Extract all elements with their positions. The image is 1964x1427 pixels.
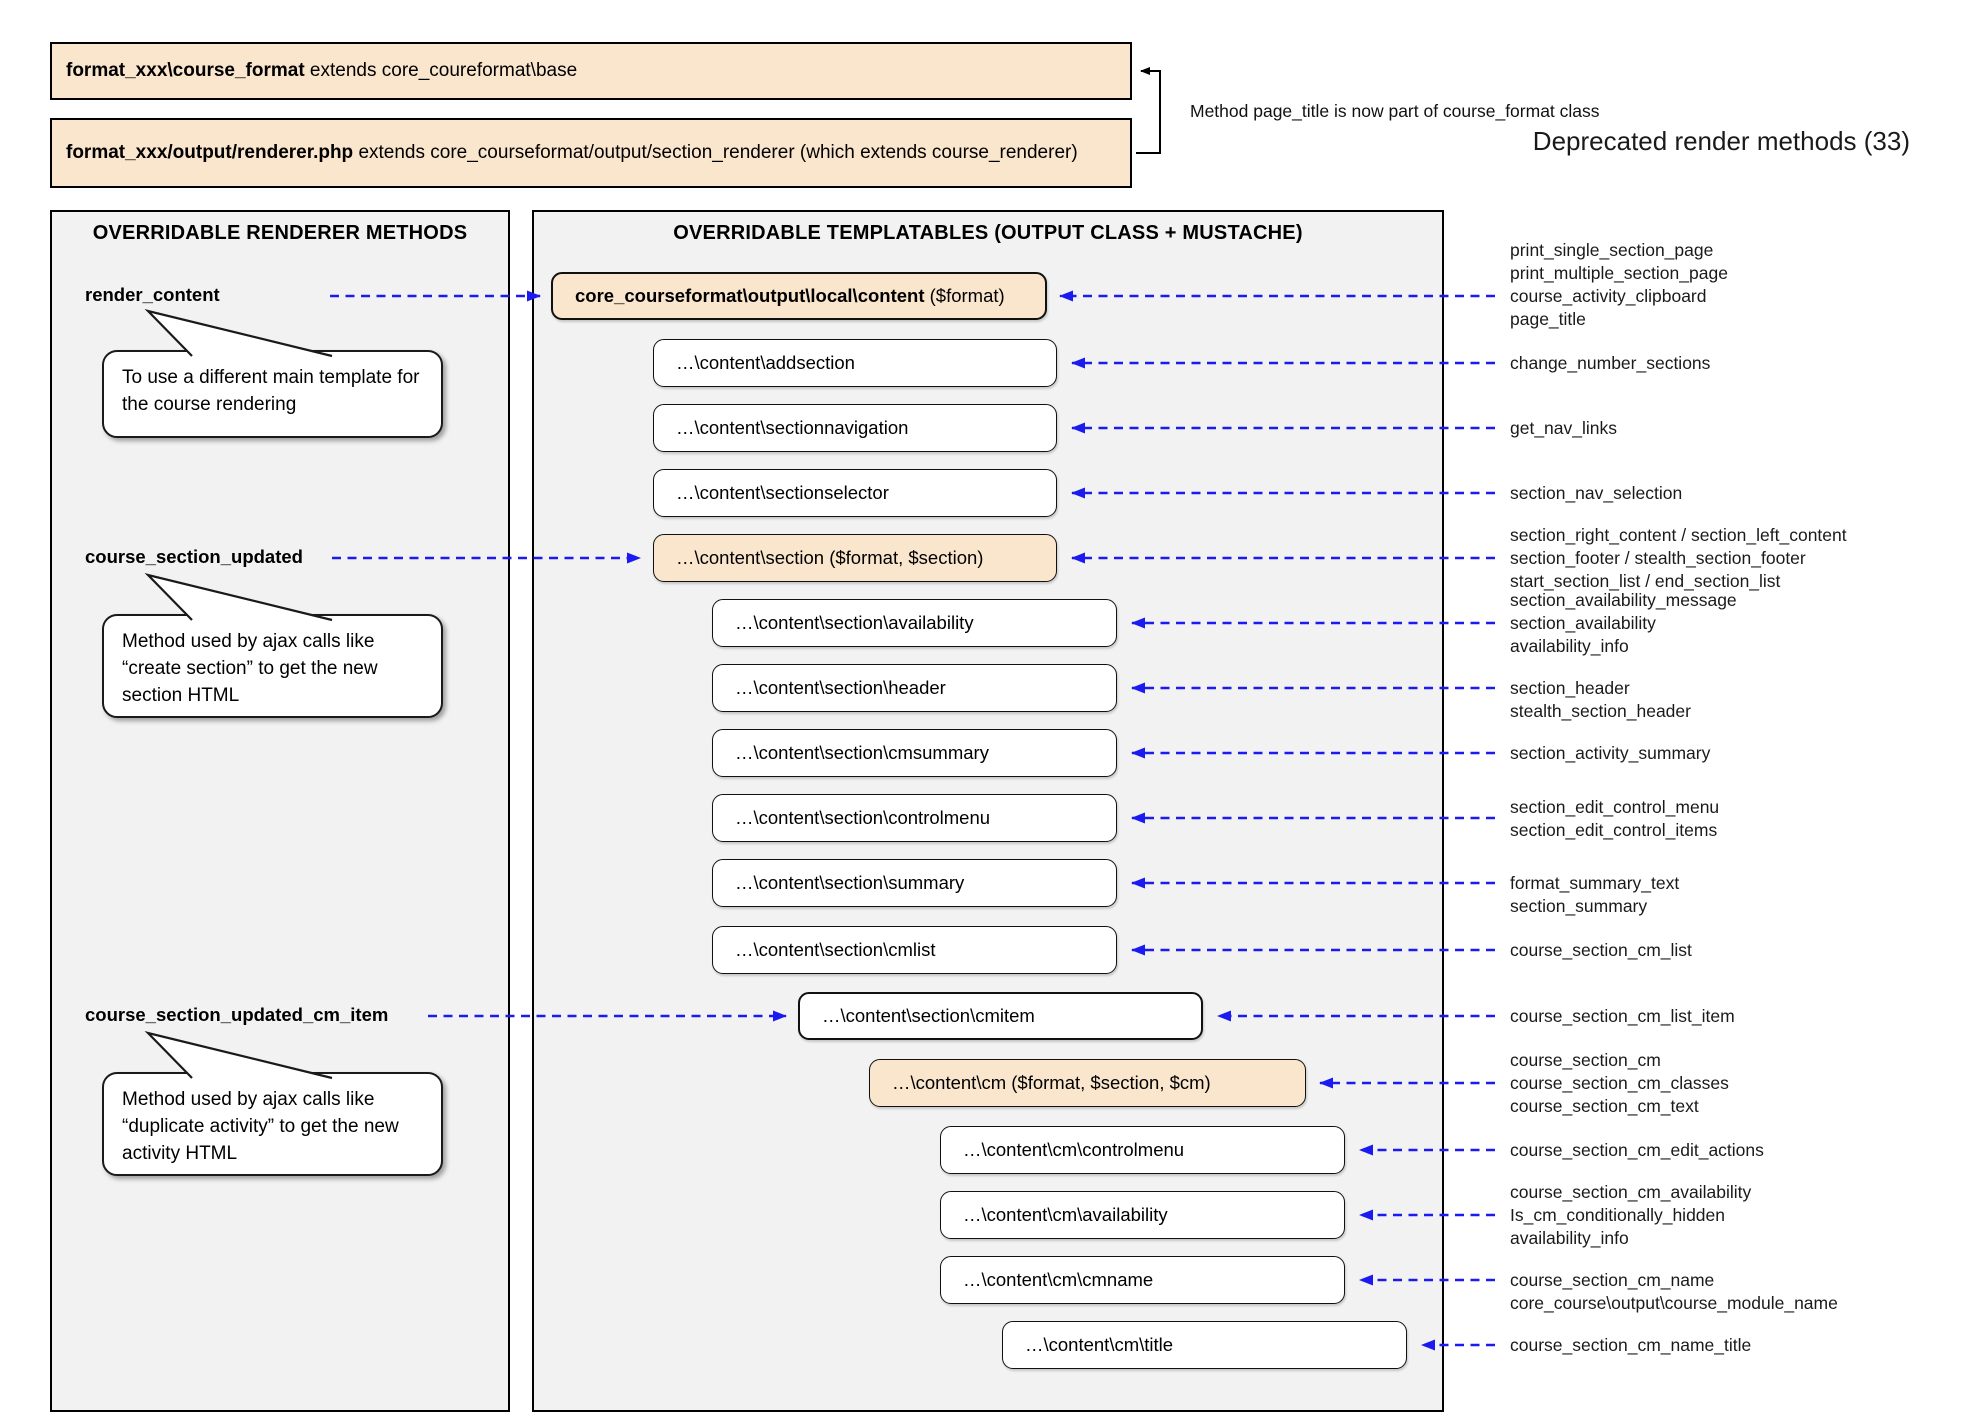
- deprecated-method: section_availability_message: [1510, 590, 1737, 610]
- templatable-cm-controlmenu: …\content\cm\controlmenu: [940, 1126, 1345, 1174]
- deprecated-method: availability_info: [1510, 1228, 1629, 1248]
- deprecated-method: start_section_list / end_section_list: [1510, 571, 1781, 591]
- deprecated-method: course_section_cm: [1510, 1050, 1661, 1070]
- templatable-cm-title: …\content\cm\title: [1002, 1321, 1407, 1369]
- deprecated-group: print_single_section_page print_multiple…: [1510, 239, 1950, 331]
- deprecated-group: change_number_sections: [1510, 352, 1950, 375]
- templatable-content: core_courseformat\output\local\content (…: [551, 272, 1047, 320]
- renderer-name-bold: format_xxx/output/renderer.php: [66, 142, 354, 164]
- deprecated-method: course_section_cm_name_title: [1510, 1335, 1752, 1355]
- renderer-box-text: format_xxx/output/renderer.php extends c…: [66, 140, 1078, 166]
- templatable-cm-availability: …\content\cm\availability: [940, 1191, 1345, 1239]
- deprecated-group: course_section_cm_name core_course\outpu…: [1510, 1269, 1950, 1315]
- templatable-content-text: core_courseformat\output\local\content (…: [575, 285, 1005, 307]
- cm-item-callout: Method used by ajax calls like “duplicat…: [102, 1072, 443, 1176]
- deprecated-method: change_number_sections: [1510, 353, 1711, 373]
- class-name-rest: extends core_coureformat\base: [304, 60, 578, 82]
- deprecated-method: section_nav_selection: [1510, 483, 1683, 503]
- course-format-class-box: format_xxx\course_format extends core_co…: [50, 42, 1132, 100]
- deprecated-method: course_activity_clipboard: [1510, 286, 1707, 306]
- deprecated-method: course_section_cm_list: [1510, 940, 1692, 960]
- templatable-section-cmsummary: …\content\section\cmsummary: [712, 729, 1117, 777]
- deprecated-method: page_title: [1510, 309, 1586, 329]
- templatable-cm: …\content\cm ($format, $section, $cm): [869, 1059, 1306, 1107]
- deprecated-method: course_section_cm_classes: [1510, 1073, 1729, 1093]
- deprecated-method: Is_cm_conditionally_hidden: [1510, 1205, 1725, 1225]
- page-title-note: Method page_title is now part of course_…: [1190, 101, 1600, 121]
- class-box-text: format_xxx\course_format extends core_co…: [66, 58, 577, 84]
- deprecated-method: section_activity_summary: [1510, 743, 1711, 763]
- templatable-addsection: …\content\addsection: [653, 339, 1057, 387]
- class-name-bold: format_xxx\course_format: [66, 60, 305, 82]
- deprecated-method: section_availability: [1510, 613, 1656, 633]
- deprecated-methods-title: Deprecated render methods (33): [1532, 126, 1910, 156]
- renderer-methods-panel-title: OVERRIDABLE RENDERER METHODS: [92, 222, 468, 244]
- templatable-sectionselector: …\content\sectionselector: [653, 469, 1057, 517]
- method-course-section-updated-cm-item: course_section_updated_cm_item: [85, 1004, 389, 1025]
- templatable-section-cmitem: …\content\section\cmitem: [798, 992, 1203, 1040]
- renderer-php-class-box: format_xxx/output/renderer.php extends c…: [50, 118, 1132, 188]
- deprecated-method: section_right_content / section_left_con…: [1510, 525, 1847, 545]
- deprecated-method: format_summary_text: [1510, 873, 1680, 893]
- templatable-section-header: …\content\section\header: [712, 664, 1117, 712]
- method-render-content: render_content: [85, 284, 220, 305]
- deprecated-method: course_section_cm_name: [1510, 1270, 1715, 1290]
- deprecated-group: format_summary_text section_summary: [1510, 872, 1950, 918]
- deprecated-method: course_section_cm_list_item: [1510, 1006, 1735, 1026]
- deprecated-method: course_section_cm_availability: [1510, 1182, 1752, 1202]
- course-section-updated-callout: Method used by ajax calls like “create s…: [102, 614, 443, 718]
- deprecated-method: print_multiple_section_page: [1510, 263, 1728, 283]
- content-class-rest: ($format): [924, 285, 1005, 306]
- deprecated-group: course_section_cm_edit_actions: [1510, 1139, 1950, 1162]
- deprecated-group: section_nav_selection: [1510, 482, 1950, 505]
- deprecated-group: section_edit_control_menu section_edit_c…: [1510, 796, 1950, 842]
- content-class-bold: core_courseformat\output\local\content: [575, 285, 925, 306]
- renderer-name-rest: extends core_courseformat/output/section…: [353, 142, 1078, 164]
- templatable-cm-cmname: …\content\cm\cmname: [940, 1256, 1345, 1304]
- deprecated-group: section_availability_message section_ava…: [1510, 589, 1950, 658]
- templatable-section-controlmenu: …\content\section\controlmenu: [712, 794, 1117, 842]
- deprecated-group: course_section_cm_list_item: [1510, 1005, 1950, 1028]
- page-title-bracket: [1136, 67, 1161, 154]
- deprecated-method: course_section_cm_text: [1510, 1096, 1699, 1116]
- deprecated-method: section_edit_control_menu: [1510, 797, 1720, 817]
- templatable-section: …\content\section ($format, $section): [653, 534, 1057, 582]
- deprecated-group: course_section_cm_name_title: [1510, 1334, 1950, 1357]
- deprecated-group: section_right_content / section_left_con…: [1510, 524, 1950, 593]
- render-content-callout: To use a different main template for the…: [102, 350, 443, 438]
- templatable-section-summary: …\content\section\summary: [712, 859, 1117, 907]
- templatables-panel-title: OVERRIDABLE TEMPLATABLES (OUTPUT CLASS +…: [673, 222, 1303, 244]
- deprecated-group: section_header stealth_section_header: [1510, 677, 1950, 723]
- deprecated-method: section_edit_control_items: [1510, 820, 1718, 840]
- deprecated-method: print_single_section_page: [1510, 240, 1714, 260]
- deprecated-group: section_activity_summary: [1510, 742, 1950, 765]
- templatable-sectionnavigation: …\content\sectionnavigation: [653, 404, 1057, 452]
- templatable-section-availability: …\content\section\availability: [712, 599, 1117, 647]
- deprecated-group: course_section_cm_list: [1510, 939, 1950, 962]
- templatable-section-cmlist: …\content\section\cmlist: [712, 926, 1117, 974]
- deprecated-method: section_header: [1510, 678, 1630, 698]
- deprecated-method: course_section_cm_edit_actions: [1510, 1140, 1764, 1160]
- deprecated-group: course_section_cm_availability Is_cm_con…: [1510, 1181, 1950, 1250]
- method-course-section-updated: course_section_updated: [85, 546, 303, 567]
- deprecated-method: availability_info: [1510, 636, 1629, 656]
- deprecated-group: get_nav_links: [1510, 417, 1950, 440]
- deprecated-method: get_nav_links: [1510, 418, 1618, 438]
- deprecated-method: core_course\output\course_module_name: [1510, 1293, 1838, 1313]
- deprecated-method: section_summary: [1510, 896, 1648, 916]
- deprecated-group: course_section_cm course_section_cm_clas…: [1510, 1049, 1950, 1118]
- deprecated-method: stealth_section_header: [1510, 701, 1691, 721]
- deprecated-method: section_footer / stealth_section_footer: [1510, 548, 1806, 568]
